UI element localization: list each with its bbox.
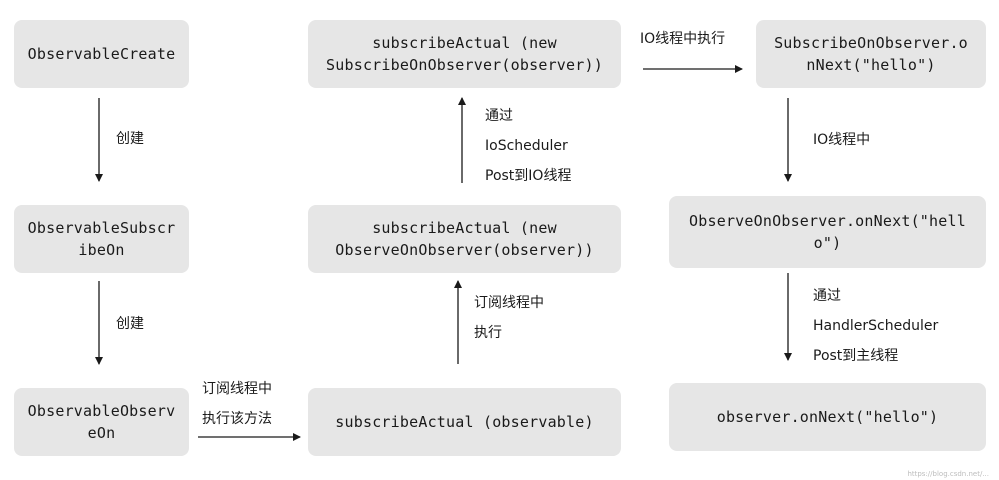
node-observer-on-next: observer.onNext("hello") [669,383,986,451]
label-in-io-thread: IO线程中 [813,132,871,148]
node-subscribe-actual-observe-on-observer: subscribeActual (new ObserveOnObserver(o… [308,205,621,273]
node-subscribe-actual-observable: subscribeActual (observable) [308,388,621,456]
label-via-io-scheduler: 通过 IoScheduler Post到IO线程 [485,108,572,184]
node-observable-create: ObservableCreate [14,20,189,88]
label-via-handler-scheduler: 通过 HandlerScheduler Post到主线程 [813,288,939,364]
watermark: https://blog.csdn.net/... [907,470,989,478]
node-subscribe-actual-subscribe-on-observer: subscribeActual (new SubscribeOnObserver… [308,20,621,88]
label-subscribe-thread-execute: 订阅线程中 执行 [474,295,544,341]
node-observable-subscribe-on: ObservableSubscr ibeOn [14,205,189,273]
label-subscribe-thread-execute-method: 订阅线程中 执行该方法 [202,381,272,427]
label-io-thread-execute: IO线程中执行 [640,31,726,47]
node-observable-observe-on: ObservableObserv eOn [14,388,189,456]
label-create-2: 创建 [116,316,144,332]
node-observe-on-observer-on-next: ObserveOnObserver.onNext("hell o") [669,196,986,268]
node-subscribe-on-observer-on-next: SubscribeOnObserver.o nNext("hello") [756,20,986,88]
label-create-1: 创建 [116,131,144,147]
